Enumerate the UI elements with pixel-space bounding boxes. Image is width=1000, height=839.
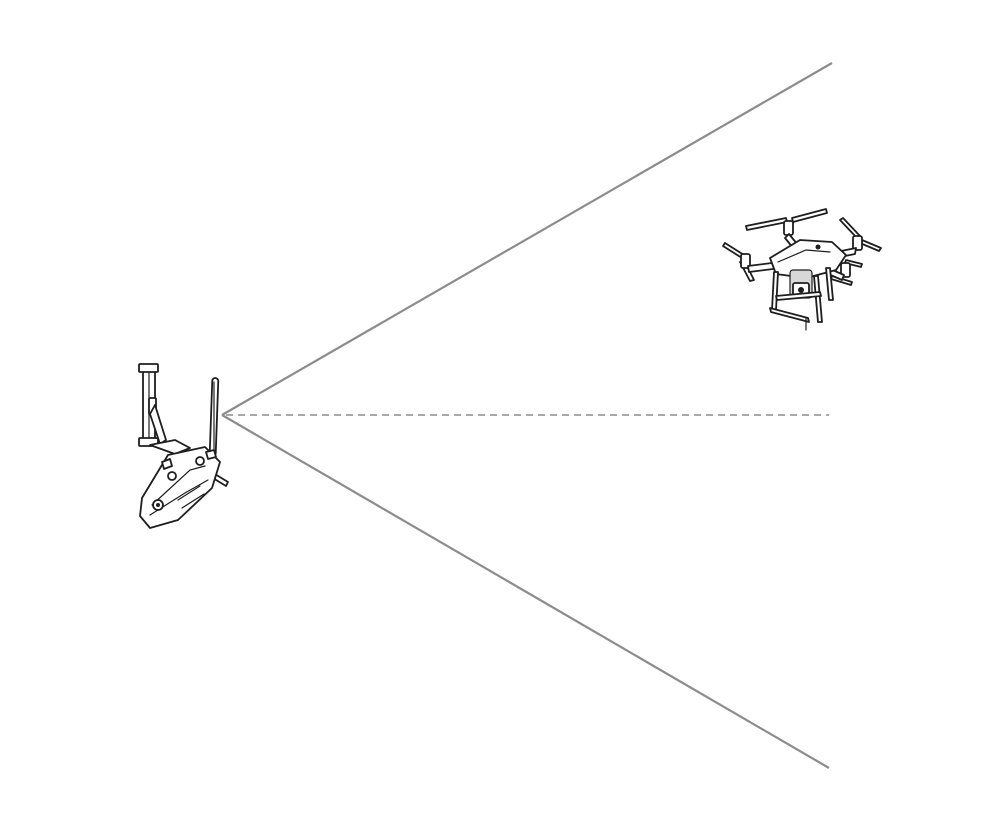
remote-controller-icon <box>138 363 229 529</box>
range-lower-boundary-line <box>221 414 830 769</box>
controller-body <box>139 446 221 529</box>
landing-gear <box>769 267 834 331</box>
tablet-holder <box>138 363 191 455</box>
range-upper-boundary-line <box>221 62 833 416</box>
drone-icon <box>722 208 882 331</box>
motors <box>740 220 863 278</box>
